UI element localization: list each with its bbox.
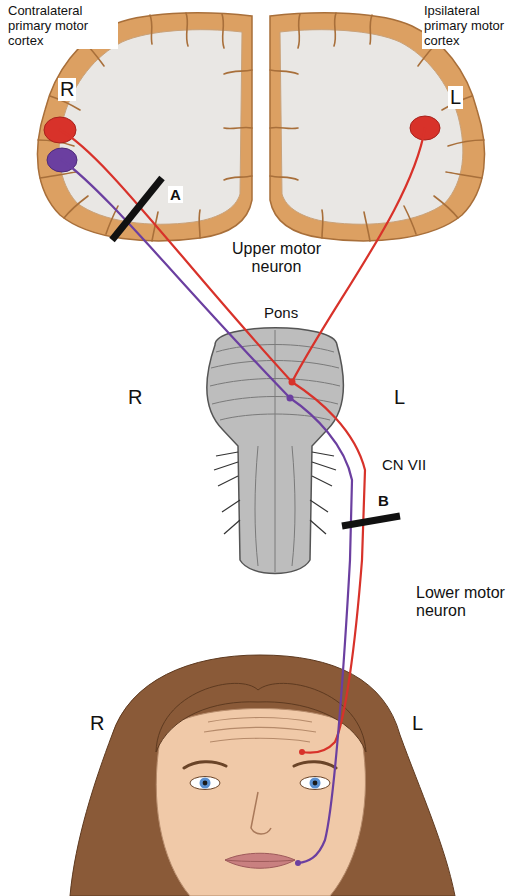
lesion-label: B (376, 492, 391, 509)
side-label: R (126, 386, 144, 409)
side-label: L (448, 86, 463, 109)
lower-motor-neuron-pathways (292, 382, 365, 753)
side-label: R (88, 712, 106, 735)
face (300, 777, 330, 790)
lesion-bar (112, 178, 400, 526)
face (184, 762, 336, 768)
face (70, 655, 455, 896)
brainstem (255, 446, 258, 566)
face (70, 655, 455, 896)
face (184, 762, 226, 768)
face (210, 738, 310, 742)
face (208, 718, 312, 723)
face (203, 781, 208, 786)
upper-motor-neuron-pathways (60, 128, 425, 398)
structure-label: Pons (262, 304, 300, 321)
face (204, 728, 316, 733)
pathway-label: Lower motor neuron (414, 584, 518, 621)
region-label: Contralateral primary motor cortex (6, 4, 118, 49)
region-label: Ipsilateral primary motor cortex (422, 4, 518, 49)
face (156, 709, 365, 896)
face (313, 781, 318, 786)
face (310, 778, 321, 789)
nucleus-dots (287, 395, 294, 402)
face (294, 762, 336, 768)
nucleus-dots (299, 749, 305, 755)
brainstem (224, 520, 240, 534)
brainstem (292, 446, 295, 566)
face (190, 777, 220, 790)
pathway-label: Upper motor neuron (222, 240, 331, 277)
face (200, 778, 211, 789)
brainstem (222, 500, 240, 512)
brainstem (312, 476, 332, 486)
brainstem (310, 520, 326, 534)
brainstem (275, 330, 276, 572)
upper-motor-neuron-pathways (62, 160, 290, 398)
nucleus-dots (287, 379, 306, 867)
brainstem (216, 452, 238, 456)
lesion-bar (112, 178, 162, 240)
face (251, 792, 271, 834)
brainstem (218, 476, 238, 486)
brainstem (214, 452, 336, 534)
face (225, 860, 295, 862)
side-label: R (58, 78, 76, 101)
brainstem (210, 330, 340, 572)
side-label: L (392, 386, 407, 409)
lower-motor-neuron-pathways (290, 382, 365, 863)
nucleus-dots (295, 860, 301, 866)
lesion-label: A (168, 186, 183, 203)
face (204, 718, 316, 743)
brainstem (214, 462, 238, 470)
side-label: L (410, 712, 425, 735)
brainstem (310, 500, 328, 512)
lesion-bar (342, 516, 400, 526)
brainstem (312, 462, 336, 470)
nucleus-dots (289, 379, 296, 386)
face (225, 853, 295, 868)
nerve-label: CN VII (380, 456, 428, 473)
lower-motor-neuron-pathways (290, 398, 352, 863)
brainstem (312, 452, 334, 456)
